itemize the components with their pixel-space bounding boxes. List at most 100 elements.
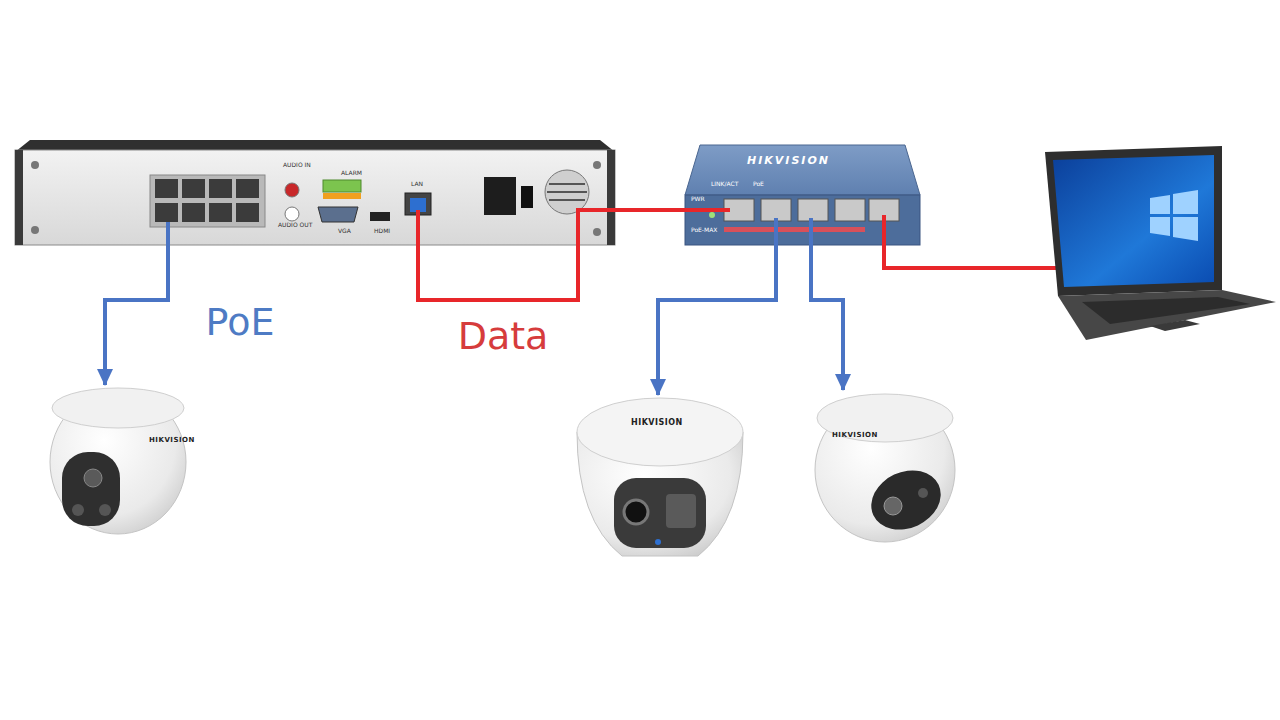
poe-wire xyxy=(809,218,813,245)
rj45-port xyxy=(236,179,259,198)
ir-light xyxy=(99,504,111,516)
brand-mark: HIKVISION xyxy=(631,419,683,428)
lan-port xyxy=(410,198,426,212)
poe-port-block xyxy=(150,175,265,227)
port-label: LAN xyxy=(411,181,423,188)
rj45-port xyxy=(182,179,205,198)
camera-mount xyxy=(52,388,184,428)
data-wire xyxy=(884,215,1058,268)
rj45-port xyxy=(761,199,791,221)
camera-face xyxy=(62,452,120,526)
screw xyxy=(593,161,601,169)
alarm-terminal xyxy=(323,193,361,199)
fan-grille xyxy=(545,170,589,214)
turret-camera xyxy=(50,388,186,534)
nvr-recorder: AUDIO IN AUDIO OUT ALARM VGA HDMI LAN xyxy=(15,140,615,245)
turret-camera: HIKVISION xyxy=(45,385,197,545)
port-label: HDMI xyxy=(374,228,390,235)
port-label: PoE xyxy=(753,181,764,188)
screw xyxy=(31,226,39,234)
port-label: PWR xyxy=(691,196,705,203)
rj45-port xyxy=(236,203,259,222)
laptop-keyboard xyxy=(1082,297,1250,324)
camera-face xyxy=(614,478,706,548)
poe-wire xyxy=(774,218,778,245)
data-wire xyxy=(685,208,730,212)
poe-switch: HIKVISION PWR LINK/ACT PoE PoE-MAX xyxy=(685,145,920,245)
turret-camera: HIKVISION xyxy=(575,395,745,560)
turret-camera: HIKVISION xyxy=(812,390,962,545)
port-label: AUDIO OUT xyxy=(278,222,312,229)
camera-face xyxy=(862,459,951,540)
camera-lens xyxy=(624,500,648,524)
cable-label: Data xyxy=(454,315,553,359)
nvr-recorder xyxy=(15,140,615,245)
camera-lens xyxy=(84,469,102,487)
screw xyxy=(593,228,601,236)
power-switch xyxy=(521,186,533,208)
switch-ports xyxy=(724,199,899,221)
rj45-port xyxy=(835,199,865,221)
ir-light xyxy=(72,504,84,516)
camera-mount xyxy=(577,398,743,466)
brand-mark: HIKVISION xyxy=(149,437,195,445)
rj45-port xyxy=(209,179,232,198)
poe-cable xyxy=(811,245,843,390)
port-label: AUDIO IN xyxy=(283,162,311,169)
screw xyxy=(31,161,39,169)
fan-bar xyxy=(549,183,585,185)
poe-cable xyxy=(658,245,776,395)
rj45-port xyxy=(798,199,828,221)
ir-light xyxy=(918,488,928,498)
rj45-port xyxy=(155,179,178,198)
status-led xyxy=(655,539,661,545)
poe-wire xyxy=(166,222,170,245)
poe-ports xyxy=(155,179,259,222)
laptop-screen xyxy=(1053,155,1214,287)
ir-light xyxy=(666,494,696,528)
turret-camera xyxy=(815,394,955,542)
cable-label: PoE xyxy=(202,301,279,345)
logo-pane xyxy=(1150,217,1170,236)
poe-cable xyxy=(105,245,168,385)
brand-mark: HIKVISION xyxy=(832,432,878,440)
logo-pane xyxy=(1173,217,1198,241)
poe-strip xyxy=(724,227,865,232)
brand-mark: HIKVISION xyxy=(747,155,830,167)
rj45-port xyxy=(155,203,178,222)
port-label: VGA xyxy=(338,228,351,235)
status-led xyxy=(709,212,715,218)
laptop-lid xyxy=(1045,146,1222,296)
logo-pane xyxy=(1150,195,1170,214)
data-cable xyxy=(418,210,685,300)
nvr-side xyxy=(15,150,23,245)
laptop xyxy=(1045,146,1276,340)
data-wire xyxy=(416,210,420,245)
nvr-side xyxy=(607,150,615,245)
logo-pane xyxy=(1173,190,1198,214)
laptop-base xyxy=(1058,290,1276,340)
power-socket xyxy=(484,177,516,215)
rj45-port xyxy=(182,203,205,222)
audio-out-jack xyxy=(285,207,299,221)
vga-port xyxy=(318,207,358,222)
port-label: PoE-MAX xyxy=(691,227,717,234)
rj45-port xyxy=(209,203,232,222)
turret-camera xyxy=(577,398,743,556)
laptop-touchpad xyxy=(1150,320,1200,331)
fan-bar xyxy=(547,191,587,193)
alarm-terminal xyxy=(323,180,361,192)
fan-grille xyxy=(547,184,587,200)
fan-bar xyxy=(549,199,585,201)
camera-lens xyxy=(884,497,902,515)
nvr-back-panel xyxy=(15,150,615,245)
camera-mount xyxy=(817,394,953,442)
switch-top xyxy=(685,145,920,195)
windows-logo xyxy=(1150,190,1198,241)
port-label: ALARM xyxy=(341,170,362,177)
audio-in-jack xyxy=(285,183,299,197)
hdmi-port xyxy=(370,212,390,221)
port-label: LINK/ACT xyxy=(711,181,738,188)
